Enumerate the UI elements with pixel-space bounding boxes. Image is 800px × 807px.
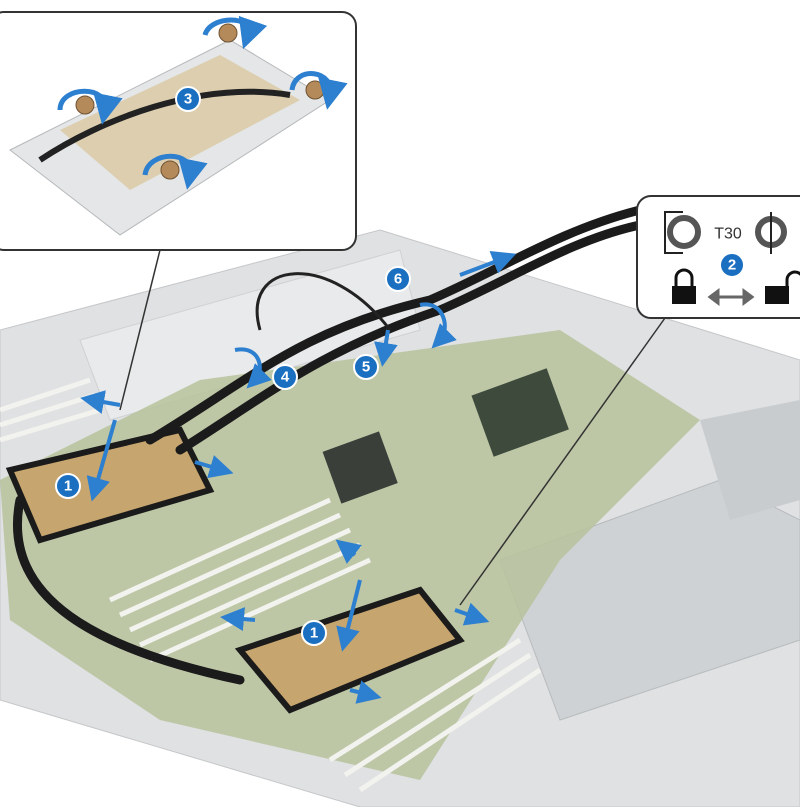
- lock-open-icon: [765, 270, 800, 304]
- step-callout-6: 6: [385, 266, 411, 292]
- torx-wrench-icon: [664, 211, 683, 254]
- svg-text:1: 1: [64, 478, 72, 495]
- torx-screw-icon: [667, 215, 701, 249]
- step-callout-1-left: 1: [55, 473, 81, 499]
- svg-text:1: 1: [310, 625, 318, 642]
- leak-sensor-cable: [255, 272, 392, 331]
- step-callout-3: 3: [175, 86, 201, 112]
- step-callout-4: 4: [272, 364, 298, 390]
- inset-screw-detail: [0, 11, 357, 251]
- coolant-tubes: [13, 205, 645, 685]
- svg-text:5: 5: [362, 359, 370, 376]
- svg-text:3: 3: [184, 91, 192, 108]
- step-callout-2: 2: [719, 252, 745, 278]
- cold-plate-left: [5, 426, 215, 544]
- torx-size-label: T30: [714, 226, 742, 243]
- leader-line: [459, 317, 666, 606]
- step-callout-1-right: 1: [301, 620, 327, 646]
- memory-slots: [0, 377, 542, 793]
- double-arrow-icon: [707, 288, 755, 306]
- leader-line: [119, 249, 161, 411]
- svg-text:2: 2: [728, 257, 736, 274]
- motion-arrows: [80, 251, 517, 704]
- svg-text:6: 6: [394, 271, 402, 288]
- svg-text:4: 4: [281, 369, 290, 386]
- lock-closed-icon: [672, 268, 696, 304]
- tool-callout-box: [636, 195, 800, 319]
- step-callout-5: 5: [353, 354, 379, 380]
